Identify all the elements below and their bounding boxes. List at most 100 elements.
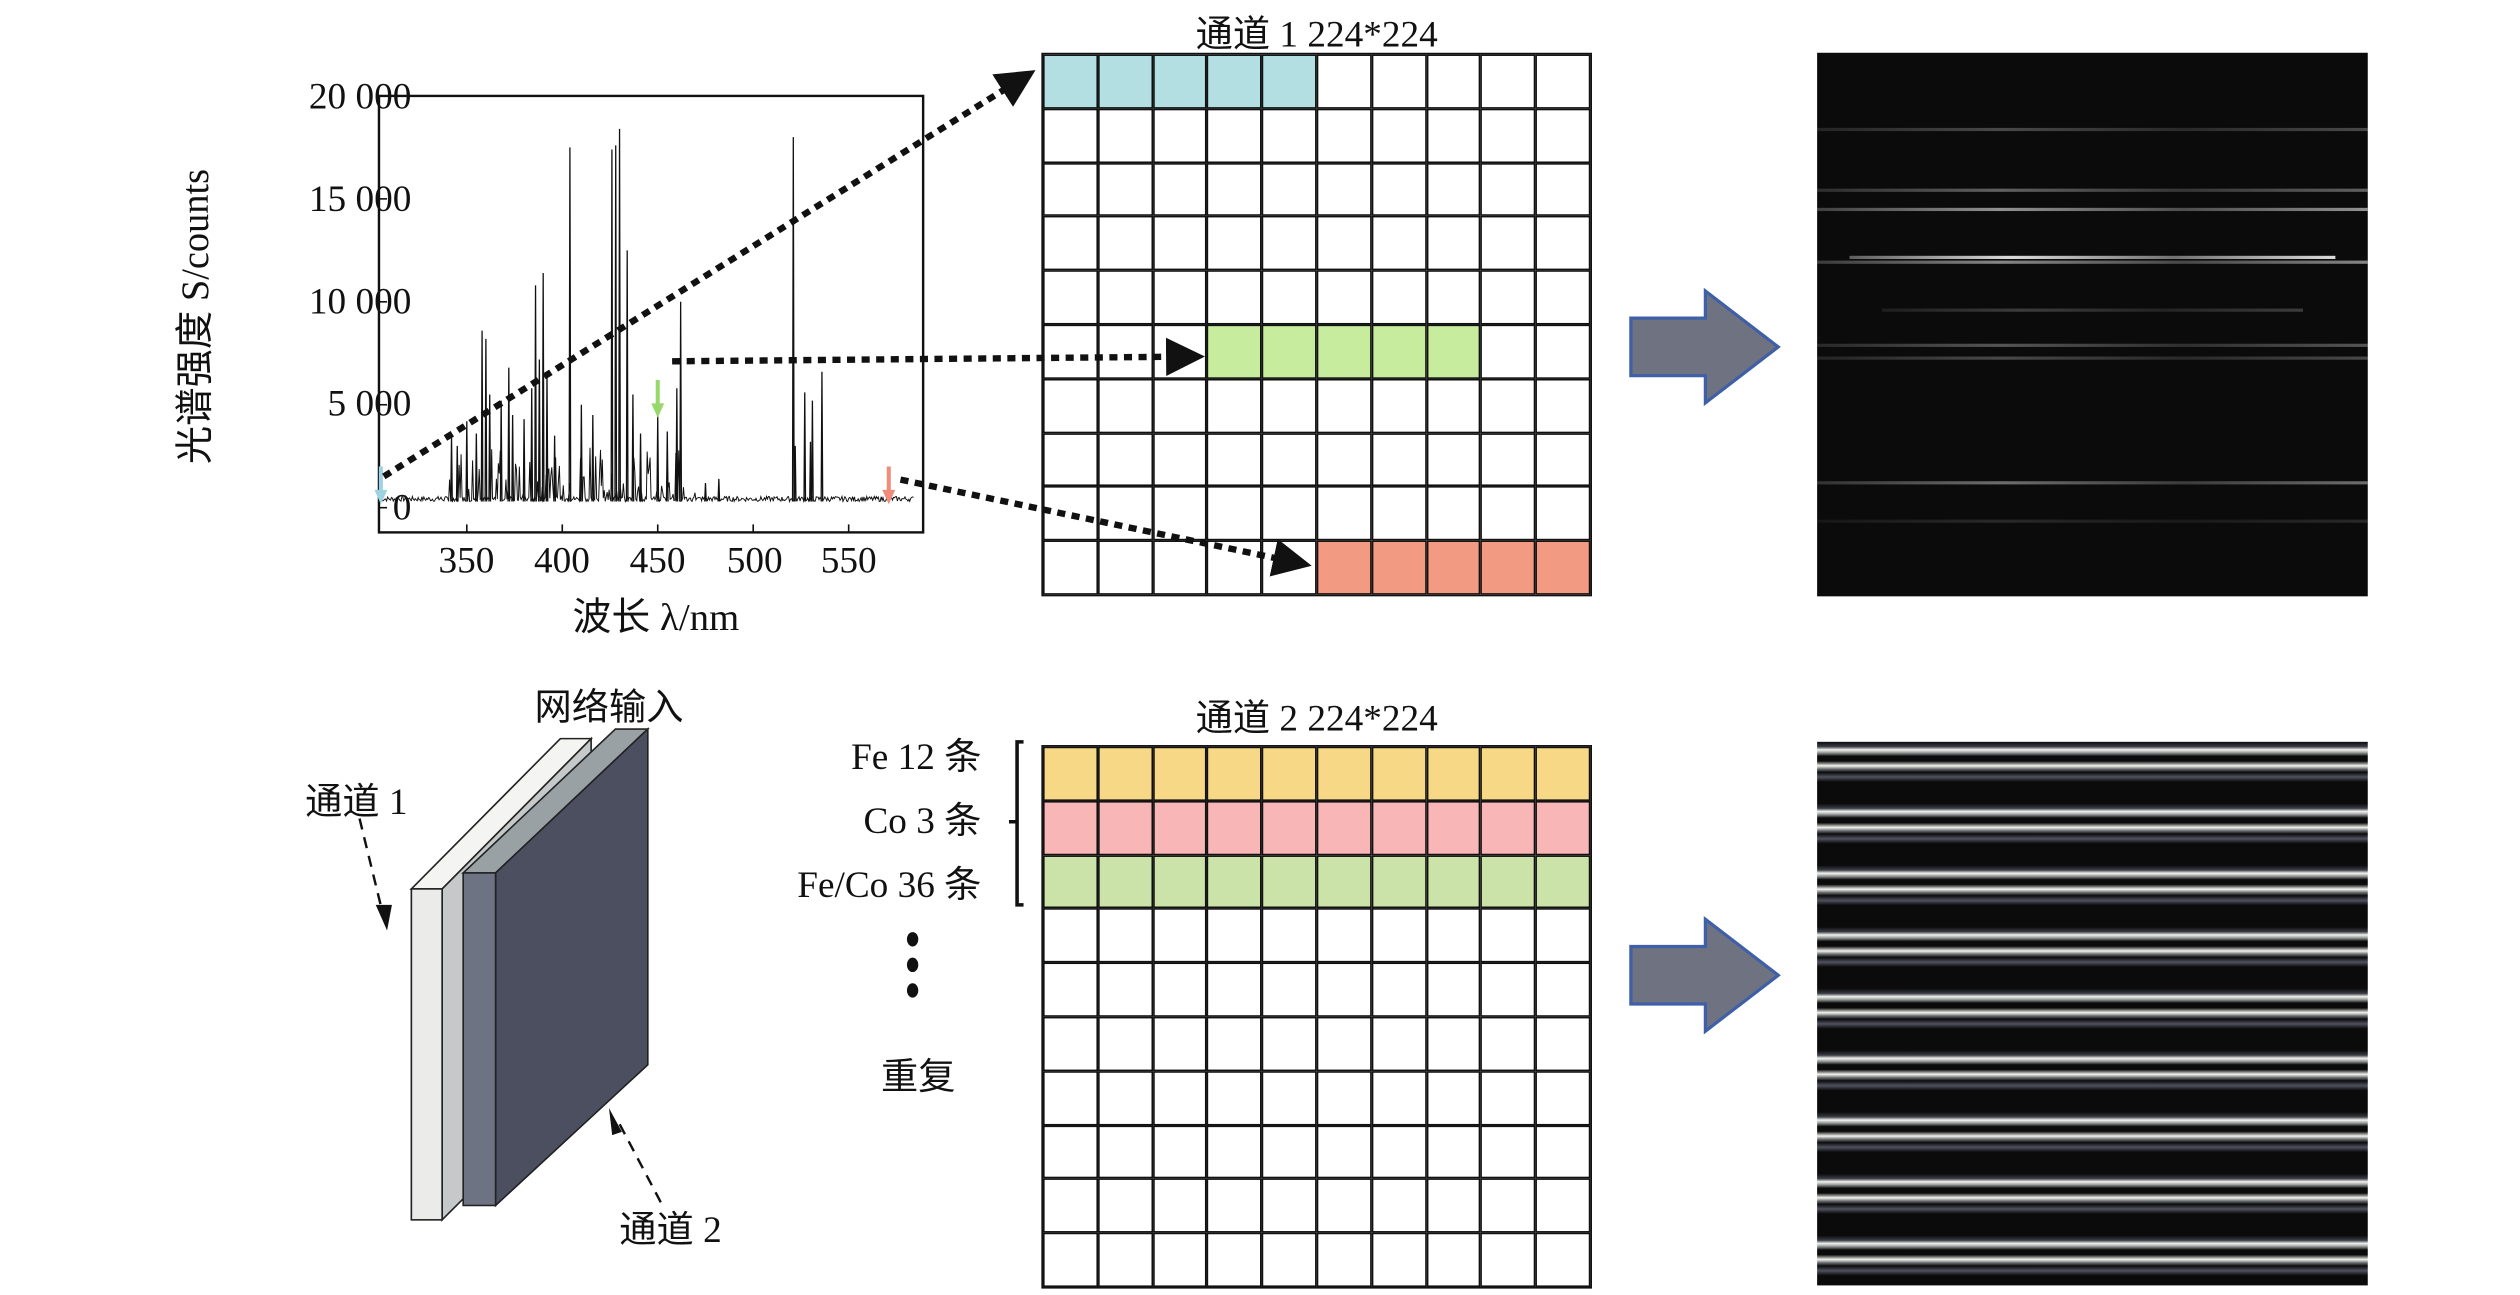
grid-cell <box>1480 854 1536 909</box>
grid-cell <box>1207 908 1262 963</box>
grid-cell <box>1480 962 1536 1017</box>
grid-cell <box>1426 908 1481 963</box>
grid-cell <box>1535 1070 1591 1125</box>
spectrum-peak <box>793 445 797 502</box>
grid-cell <box>1207 378 1262 433</box>
grid-cell <box>1480 432 1536 487</box>
grid-cell <box>1371 854 1427 909</box>
grid-cell <box>1426 54 1481 109</box>
grid-cell <box>1426 162 1481 217</box>
spectrum-peak <box>631 394 635 502</box>
grid-cell <box>1316 324 1372 379</box>
spectral-line <box>1817 356 2368 360</box>
grid-cell <box>1042 1016 1098 1071</box>
x-tick-label: 400 <box>534 540 590 581</box>
grid-cell <box>1480 270 1536 325</box>
channel2-title: 通道 2 224*224 <box>1195 698 1438 739</box>
grid-cell <box>1097 162 1153 217</box>
grid-cell <box>1480 378 1536 433</box>
grid-cell <box>1371 800 1427 855</box>
grid-cell <box>1042 162 1098 217</box>
channel2-layer-label: 通道 2 <box>619 1210 722 1251</box>
grid-cell <box>1042 270 1098 325</box>
spectral-line <box>1817 260 2368 264</box>
grid-cell <box>1261 908 1317 963</box>
grid-cell <box>1480 800 1536 855</box>
x-tick-label: 500 <box>726 540 783 581</box>
grid-cell <box>1097 486 1153 541</box>
grid-cell <box>1316 486 1372 541</box>
grid-cell <box>1207 746 1262 801</box>
spectrum-peak <box>717 478 721 502</box>
grid-cell <box>1207 1070 1262 1125</box>
grid-cell <box>1042 800 1098 855</box>
grid-cell <box>1097 800 1153 855</box>
grid-cell <box>1426 854 1481 909</box>
grid-cell <box>1535 1016 1591 1071</box>
grid-cell <box>1480 1124 1536 1179</box>
spectral-line <box>1881 308 2303 312</box>
x-tick-label: 350 <box>438 540 495 581</box>
grid-cell <box>1261 1016 1317 1071</box>
grid-cell <box>1097 216 1153 271</box>
grid-cell <box>1261 1124 1317 1179</box>
repeat-label: 重复 <box>881 1056 956 1097</box>
grid-cell <box>1152 108 1208 163</box>
grid-cell <box>1152 854 1208 909</box>
grid-cell <box>1316 216 1372 271</box>
grid-cell <box>1207 486 1262 541</box>
y-tick-label: 10 000 <box>308 281 412 322</box>
spectrum-peak <box>474 433 478 502</box>
spectrum-peak <box>820 371 824 502</box>
grid-cell <box>1535 1178 1591 1233</box>
spectral-line <box>1849 255 2336 259</box>
grid-cell <box>1371 432 1427 487</box>
grid-cell <box>1261 1232 1317 1287</box>
spectrum-peak <box>625 250 629 502</box>
grid-cell <box>1261 108 1317 163</box>
grid-cell <box>1097 1178 1153 1233</box>
channel1-title: 通道 1 224*224 <box>1195 14 1438 55</box>
grid-cell <box>1207 270 1262 325</box>
grid-cell <box>1152 54 1208 109</box>
grid-cell <box>1426 324 1481 379</box>
spectrum-peak <box>465 421 469 502</box>
grid-cell <box>1426 746 1481 801</box>
grid-cell <box>1261 854 1317 909</box>
grid-cell <box>1152 1232 1208 1287</box>
spectrum-peak <box>553 435 557 502</box>
grid-cell <box>1535 908 1591 963</box>
grid-cell <box>1426 1232 1481 1287</box>
marker-arrowhead <box>374 489 388 505</box>
grid-cell <box>1097 432 1153 487</box>
spectrum-peak <box>791 137 795 502</box>
grid-cell <box>1152 800 1208 855</box>
grid-cell <box>1152 1124 1208 1179</box>
grid-cell <box>1152 540 1208 595</box>
grid-cell <box>1097 54 1153 109</box>
grid-cell <box>1371 962 1427 1017</box>
grid-cell <box>1480 908 1536 963</box>
grid-cell <box>1261 746 1317 801</box>
grid-cell <box>1152 962 1208 1017</box>
grid-cell <box>1097 962 1153 1017</box>
grid-cell <box>1097 108 1153 163</box>
grid-cell <box>1426 800 1481 855</box>
grid-cell <box>1480 1178 1536 1233</box>
spectrum-peak <box>810 400 814 502</box>
spectrum-peak <box>455 445 459 502</box>
grid-cell <box>1207 1016 1262 1071</box>
connector-arrow-green <box>672 337 1205 377</box>
channel1-layer-label: 通道 1 <box>305 781 408 822</box>
grid-cell <box>1207 1124 1262 1179</box>
grid-cell <box>1152 908 1208 963</box>
spectrum-peak <box>568 147 572 502</box>
spectral-line <box>1817 481 2368 485</box>
grid-cell <box>1207 962 1262 1017</box>
grid-cell <box>1261 1070 1317 1125</box>
grid-cell <box>1207 54 1262 109</box>
grid-cell <box>1316 1124 1372 1179</box>
grid-cell <box>1480 540 1536 595</box>
grid-cell <box>1097 1232 1153 1287</box>
